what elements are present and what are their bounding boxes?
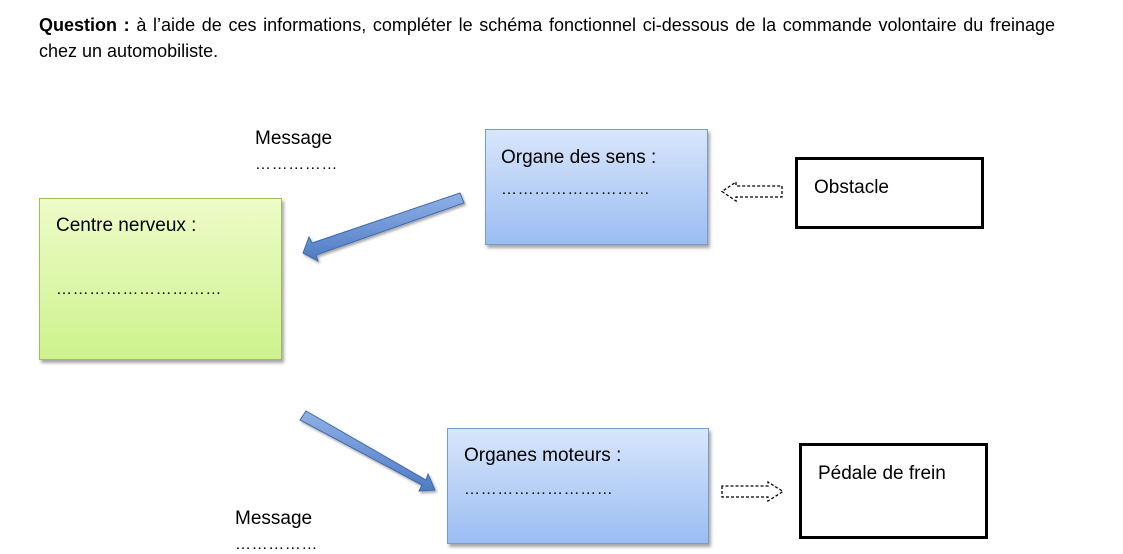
nerve-center-blank: …………………………: [56, 281, 222, 298]
motor-message-arrow: [299, 410, 436, 492]
sense-organ-blank: ………………………: [501, 181, 651, 198]
message-top-blank: ……………: [255, 156, 338, 173]
motor-organs-box: Organes moteurs : ………………………: [447, 428, 709, 544]
message-top-label: Message: [255, 128, 333, 149]
motor-organs-blank: ………………………: [464, 481, 614, 498]
motor-to-pedal-arrow: [721, 480, 785, 503]
nerve-center-label: Centre nerveux :: [56, 215, 197, 236]
question-prefix: Question :: [39, 15, 130, 35]
nerve-center-box: Centre nerveux : …………………………: [39, 198, 282, 360]
question-text: Question : à l’aide de ces informations,…: [39, 12, 1055, 64]
sensory-message-arrow: [302, 192, 465, 263]
obstacle-box: Obstacle: [795, 157, 984, 229]
message-bottom-label: Message: [235, 508, 313, 529]
obstacle-label: Obstacle: [814, 177, 889, 198]
message-bottom-blank: ……………: [235, 536, 318, 553]
sense-organ-label: Organe des sens :: [501, 147, 657, 168]
motor-organs-label: Organes moteurs :: [464, 445, 622, 466]
brake-pedal-box: Pédale de frein: [799, 443, 988, 539]
obstacle-to-sense-arrow: [720, 180, 783, 203]
brake-pedal-label: Pédale de frein: [818, 463, 946, 484]
question-body: à l’aide de ces informations, compléter …: [39, 15, 1055, 61]
sense-organ-box: Organe des sens : ………………………: [485, 129, 708, 245]
